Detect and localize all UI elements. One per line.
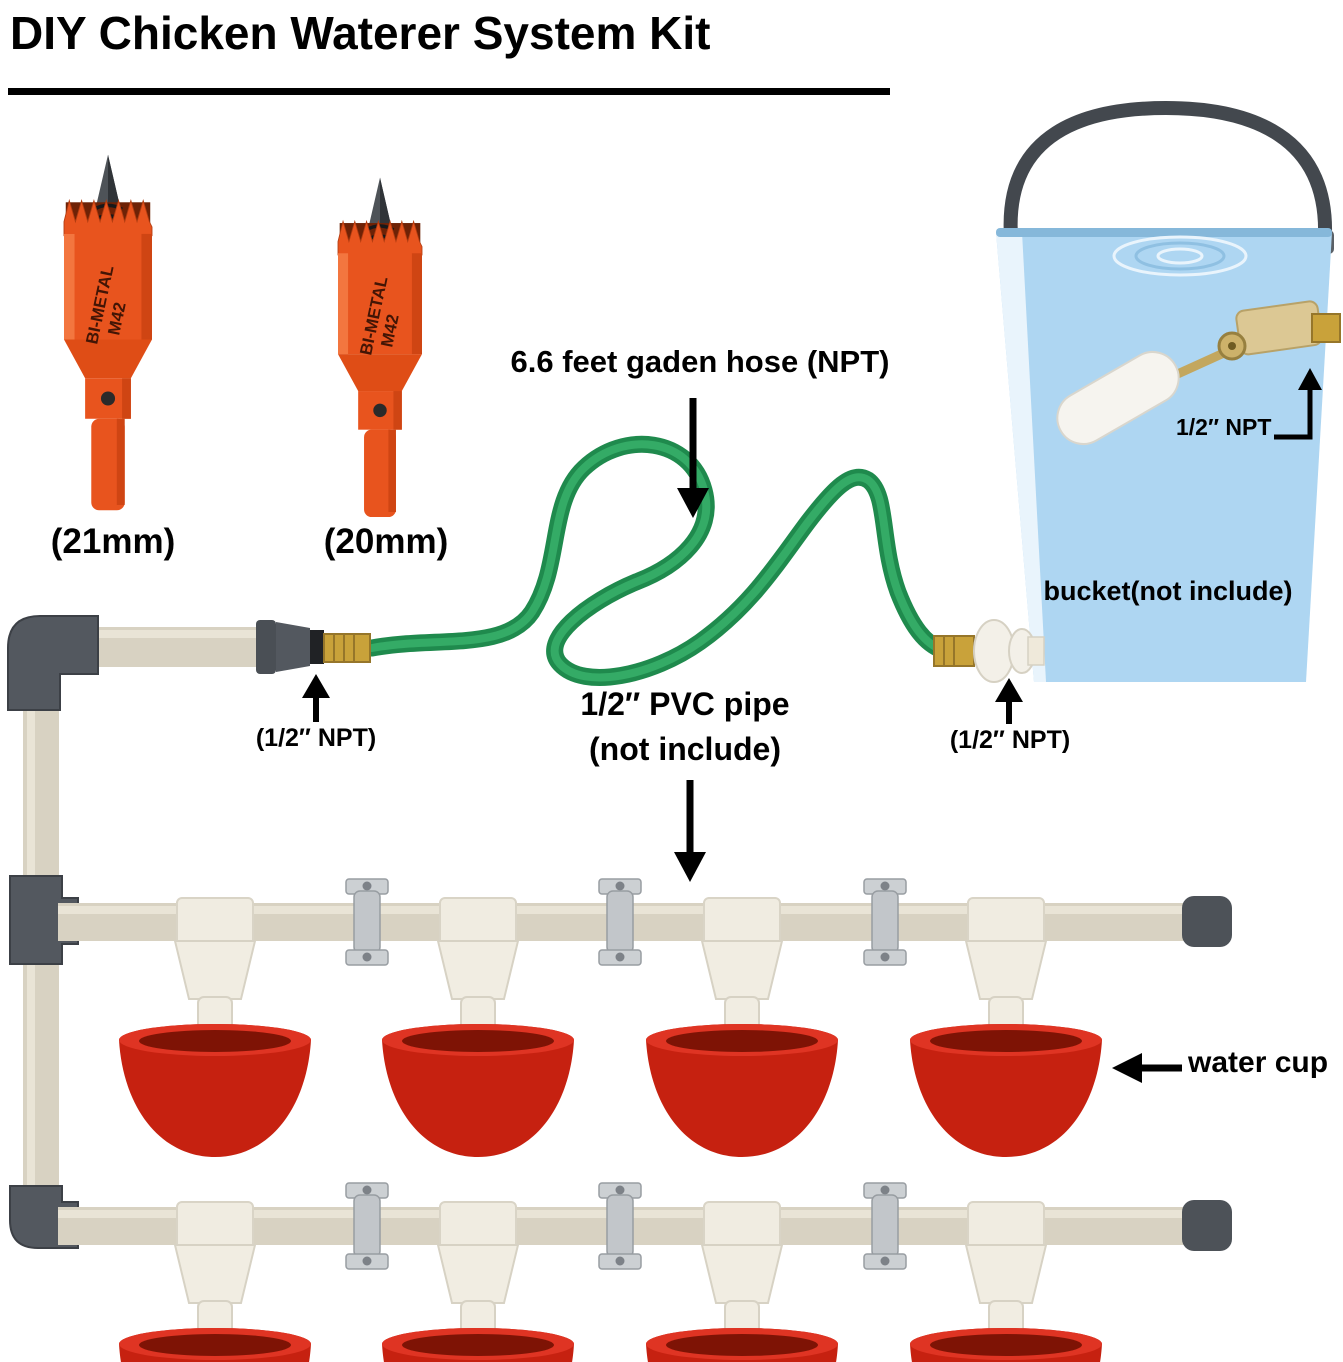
- page-title: DIY Chicken Waterer System Kit: [10, 7, 711, 59]
- water-cup: [118, 1244, 312, 1362]
- pvc-pipe-label-line1: 1/2″ PVC pipe: [580, 686, 790, 722]
- valve-brass-nipple: [1311, 313, 1341, 343]
- bulkhead-fitting: [973, 619, 1045, 683]
- pipe-coupler: [439, 1201, 517, 1251]
- bucket-label: bucket(not include): [1043, 576, 1293, 606]
- hose-label: 6.6 feet gaden hose (NPT): [510, 344, 890, 379]
- brass-fitting-right: [933, 635, 975, 667]
- water-cup: [909, 1244, 1103, 1362]
- float-valve-npt-label: 1/2″ NPT: [1176, 414, 1272, 440]
- water-ripples: [1112, 235, 1248, 277]
- hole-saw-21mm-label: (21mm): [50, 522, 176, 561]
- pipe-row-2: [58, 1182, 1232, 1270]
- water-cup-arrow: [1112, 1053, 1182, 1083]
- water-cup: [645, 940, 839, 1158]
- pipe-coupler: [967, 897, 1045, 947]
- float-npt-arrow: [1274, 368, 1322, 440]
- pvc-pipe-label-line2: (not include): [589, 731, 781, 767]
- pipe-reducer: [256, 620, 276, 674]
- pipe-tee: [9, 875, 79, 965]
- brass-fitting-left: [323, 633, 371, 663]
- right-npt-arrow: [995, 678, 1023, 724]
- left-npt-arrow: [302, 674, 330, 722]
- garden-hose: [363, 435, 951, 686]
- hole-saw-20mm-label: (20mm): [323, 522, 449, 561]
- float: [1056, 350, 1180, 445]
- water-cups-row-1: [118, 940, 1103, 1158]
- pvc-pipe-system: [7, 615, 1232, 1270]
- pipe-end-cap: [1182, 1200, 1232, 1251]
- pipe-coupler: [439, 897, 517, 947]
- pipe-coupler: [176, 897, 254, 947]
- water-cup: [381, 940, 575, 1158]
- pvc-pipe-arrow: [674, 780, 706, 882]
- hose-arrow: [677, 398, 709, 518]
- pipe-row-1: [58, 878, 1232, 966]
- pipe-coupler: [176, 1201, 254, 1251]
- pipe-end-cap: [1182, 896, 1232, 947]
- water-cup-label: water cup: [1188, 1046, 1329, 1079]
- annotation-arrows: [302, 368, 1322, 1083]
- bucket-handle: [1003, 100, 1333, 257]
- pipe-coupler: [703, 897, 781, 947]
- water-cup: [118, 940, 312, 1158]
- pipe-coupler: [967, 1201, 1045, 1251]
- water-cup: [381, 1244, 575, 1362]
- water-cup: [909, 940, 1103, 1158]
- water-cup: [645, 1244, 839, 1362]
- hole-saw-21mm: BI-METAL M42: [62, 152, 154, 513]
- right-npt-label: (1/2″ NPT): [949, 726, 1071, 754]
- title-underline: [8, 88, 890, 95]
- hole-saw-20mm: BI-METAL M42: [336, 175, 424, 519]
- pipe-elbow-top: [7, 615, 99, 711]
- left-npt-label: (1/2″ NPT): [255, 724, 377, 752]
- float-valve: [1056, 300, 1341, 445]
- pipe-coupler: [703, 1201, 781, 1251]
